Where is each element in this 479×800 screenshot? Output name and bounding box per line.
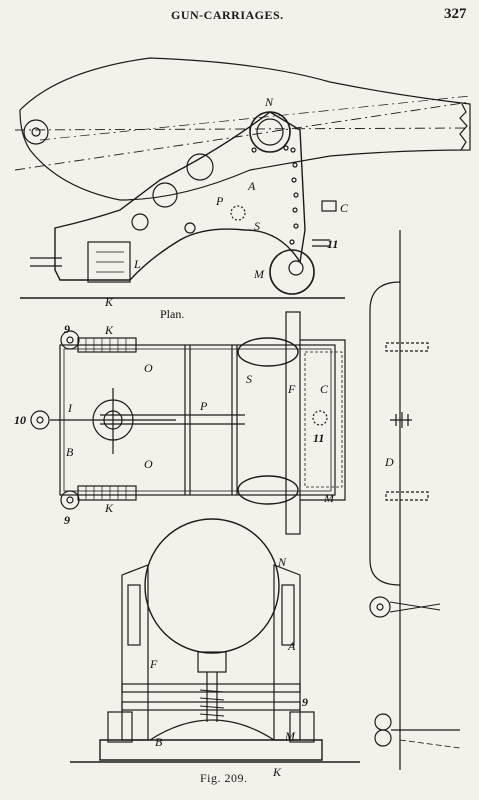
label-P: P [215, 194, 224, 208]
chassis-plan: D [369, 230, 461, 770]
bracket-11 [312, 239, 330, 247]
label-9-end: 9 [302, 695, 308, 709]
label-10: 10 [14, 413, 26, 427]
rear-lever [30, 257, 62, 267]
truck-wheel [269, 249, 315, 295]
axle [285, 311, 301, 535]
pinion-S [230, 205, 246, 221]
label-S: S [254, 219, 260, 233]
roller-10 [30, 410, 50, 430]
cheek-right [273, 564, 301, 741]
roller-9-bottom [60, 490, 80, 510]
handle-C [321, 200, 337, 212]
chassis-bolt [390, 412, 412, 428]
bore-axis [14, 127, 471, 131]
label-F-plan: F [287, 382, 296, 396]
roller-1 [374, 713, 392, 731]
transom-C [304, 351, 343, 488]
label-P-plan: P [199, 399, 208, 413]
end-view: N A F 9 M B K [70, 518, 360, 779]
gear-small [131, 213, 149, 231]
label-N-end: N [277, 555, 287, 569]
front-wheel-bottom [237, 475, 299, 505]
gun-section [144, 518, 280, 654]
gear-large [186, 153, 214, 181]
label-C: C [340, 201, 349, 215]
pivot-eye [369, 596, 391, 618]
label-L: L [133, 257, 141, 271]
trunnion [249, 111, 291, 153]
label-K-bottom: K [104, 501, 114, 515]
label-O-top: O [144, 361, 153, 375]
label-S-plan: S [246, 372, 252, 386]
break-line [459, 103, 468, 151]
label-M-plan: M [323, 491, 335, 505]
bracket-K-bottom [77, 485, 137, 501]
elevation-axis [14, 101, 471, 171]
trunnion-inner [256, 118, 284, 146]
pinion [184, 222, 196, 234]
base-arch [149, 719, 275, 741]
figure-caption: Fig. 209. [200, 771, 248, 785]
label-A-end: A [287, 639, 296, 653]
gear-medium [152, 182, 178, 208]
front-transom [300, 339, 346, 501]
base-block-left [107, 711, 133, 743]
screw-head [197, 651, 227, 673]
label-9-bottom: 9 [64, 513, 70, 527]
chassis-plate-1 [385, 342, 429, 352]
cheek-slot-left [127, 584, 141, 646]
compressor-L [87, 241, 131, 283]
cascabel-ring [23, 119, 49, 145]
chassis-plate-2 [385, 491, 429, 501]
label-9-top: 9 [64, 322, 70, 336]
pivot-arm [389, 601, 441, 613]
carriage-cheek [54, 111, 306, 281]
label-B-plan: B [66, 445, 74, 459]
transverse-bar-mid [121, 701, 301, 711]
label-M-end: M [284, 729, 296, 743]
transverse-bar-top [121, 683, 301, 693]
label-K-top: K [104, 323, 114, 337]
roller-9-top [60, 330, 80, 350]
cheek-slot-right [281, 584, 295, 646]
label-11: 11 [327, 237, 338, 251]
label-D: D [384, 455, 394, 469]
base-block-right [289, 711, 315, 743]
base-plate [99, 739, 323, 761]
label-C-plan: C [320, 382, 329, 396]
chassis-outline [369, 281, 401, 586]
front-wheel-top [237, 337, 299, 367]
plan-view: Plan. K 9 [14, 307, 346, 535]
label-K: K [104, 295, 114, 309]
label-O-bottom: O [144, 457, 153, 471]
page-number: 327 [444, 6, 467, 22]
bolt-holes [251, 145, 299, 245]
side-elevation: N A P S C 11 L M K [14, 57, 471, 309]
cascabel-eye [31, 127, 41, 137]
sight-axis [39, 95, 471, 141]
label-B-end: B [155, 735, 163, 749]
cheek-left [121, 564, 149, 741]
label-I: I [67, 401, 73, 415]
gun-barrel [19, 57, 471, 201]
label-11-plan: 11 [313, 431, 324, 445]
running-head: GUN-CARRIAGES. [171, 8, 284, 22]
label-N: N [264, 95, 274, 109]
page-header: GUN-CARRIAGES. 327 [0, 0, 479, 26]
plan-title: Plan. [160, 307, 184, 321]
pivot-11 [312, 410, 328, 426]
label-A: A [247, 179, 256, 193]
label-K-end: K [272, 765, 282, 779]
label-F-end: F [149, 657, 158, 671]
label-M: M [253, 267, 265, 281]
wheel-hub [288, 260, 304, 276]
roller-2 [374, 729, 392, 747]
